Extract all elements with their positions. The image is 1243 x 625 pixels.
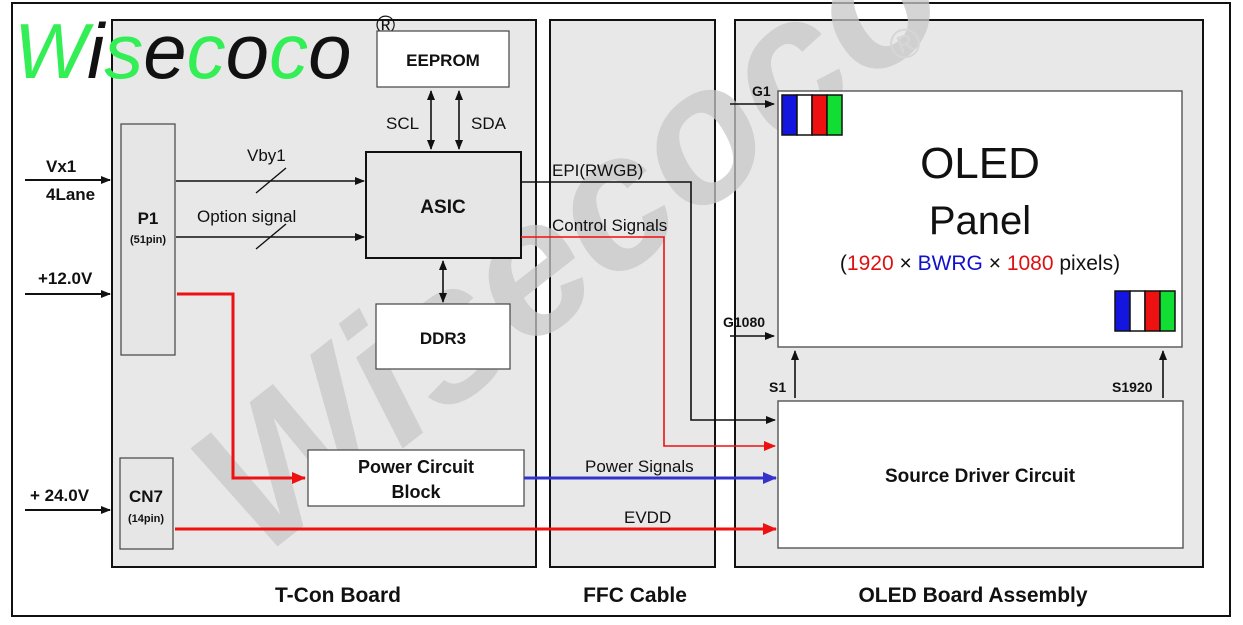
cn7-connector (119, 457, 174, 550)
subpixel-white (1129, 290, 1146, 332)
g1080-label: G1080 (723, 314, 765, 330)
control-signals-line (521, 236, 776, 451)
subpixel-blue (1114, 290, 1131, 332)
oled-board-assembly-label: OLED Board Assembly (858, 584, 1087, 607)
oled-panel-subtitle: Panel (929, 199, 1031, 243)
vx1-label: Vx1 (46, 157, 76, 176)
power-circuit-label-line1: Power Circuit (358, 457, 474, 477)
oled-panel-title: OLED (920, 139, 1040, 188)
scl-label: SCL (386, 114, 419, 133)
eeprom-block (376, 30, 510, 88)
power-signals-label: Power Signals (585, 457, 694, 476)
epi-line (521, 181, 776, 424)
p1-connector (120, 123, 176, 356)
option-signal-label: Option signal (197, 207, 296, 226)
evdd-label: EVDD (624, 508, 671, 527)
control-signals-label: Control Signals (552, 216, 667, 235)
ddr3-block (375, 303, 511, 370)
subpixel-blue (781, 94, 798, 136)
brand-logo: Wisecoco ® (14, 7, 395, 95)
oled-panel-resolution: (1920 × BWRG × 1080 pixels) (840, 252, 1120, 275)
source-driver-block (777, 400, 1184, 549)
cn7-name: CN7 (129, 487, 163, 506)
subpixel-red (1144, 290, 1161, 332)
power-circuit-label-line2: Block (391, 482, 441, 502)
vby1-label: Vby1 (247, 146, 286, 165)
g1-label: G1 (752, 83, 771, 99)
s1920-label: S1920 (1112, 379, 1153, 395)
tcon-board-label: T-Con Board (275, 584, 401, 607)
eeprom-label: EEPROM (406, 51, 480, 70)
p1-name: P1 (138, 209, 159, 228)
subpixel-swatch-top-left (781, 94, 843, 136)
subpixel-green (826, 94, 843, 136)
asic-block (365, 151, 522, 259)
v12-label: +12.0V (38, 269, 93, 288)
v24-label: + 24.0V (30, 486, 90, 505)
source-driver-label: Source Driver Circuit (885, 466, 1076, 487)
vx1-lane-label: 4Lane (46, 185, 95, 204)
p1-pins: (51pin) (130, 234, 166, 246)
subpixel-green (1159, 290, 1176, 332)
vby1-bus-slash (255, 167, 287, 194)
sda-label: SDA (471, 114, 507, 133)
subpixel-red (811, 94, 828, 136)
ddr3-label: DDR3 (420, 329, 466, 348)
epi-label: EPI(RWGB) (552, 161, 643, 180)
asic-label: ASIC (420, 197, 466, 218)
subpixel-swatch-bottom-right (1114, 290, 1176, 332)
option-bus-slash (255, 223, 287, 250)
ffc-cable-board (549, 19, 716, 568)
s1-label: S1 (769, 379, 786, 395)
ffc-cable-label: FFC Cable (583, 584, 687, 607)
subpixel-white (796, 94, 813, 136)
v12-power-line (177, 292, 306, 484)
cn7-pins: (14pin) (128, 513, 164, 525)
brand-logo-text: Wisecoco (14, 7, 351, 95)
